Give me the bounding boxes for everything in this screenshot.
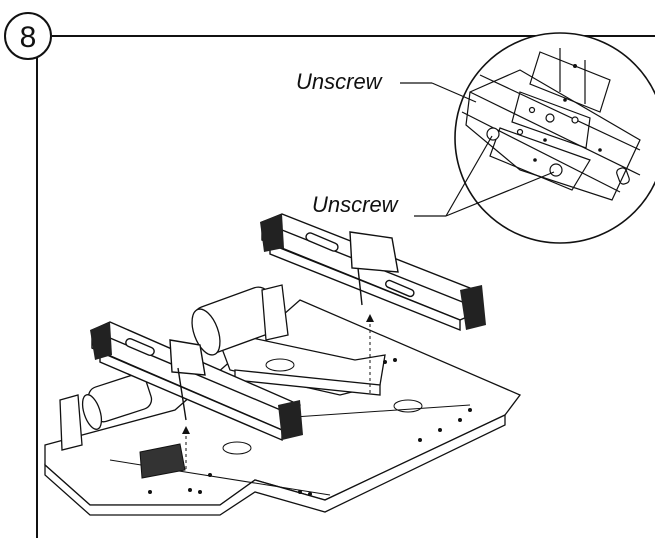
motor-assembly-rear [191,284,289,356]
actuator-bar-front-ends [90,322,303,440]
actuator-bar-rear-ends [260,214,486,330]
motor-assembly-front [59,373,153,451]
detail-magnifier [454,32,655,244]
step-number: 8 [19,21,37,54]
callout-leaders [400,82,555,217]
base-details [109,358,471,496]
step-badge-circle [4,12,52,60]
alignment-arrows [182,314,374,434]
actuator-bar-front [91,321,301,442]
callout-unscrew-top: Unscrew [296,69,382,94]
base-holes [148,358,472,496]
callout-unscrew-bottom: Unscrew [312,192,398,217]
alignment-guides [185,318,371,470]
